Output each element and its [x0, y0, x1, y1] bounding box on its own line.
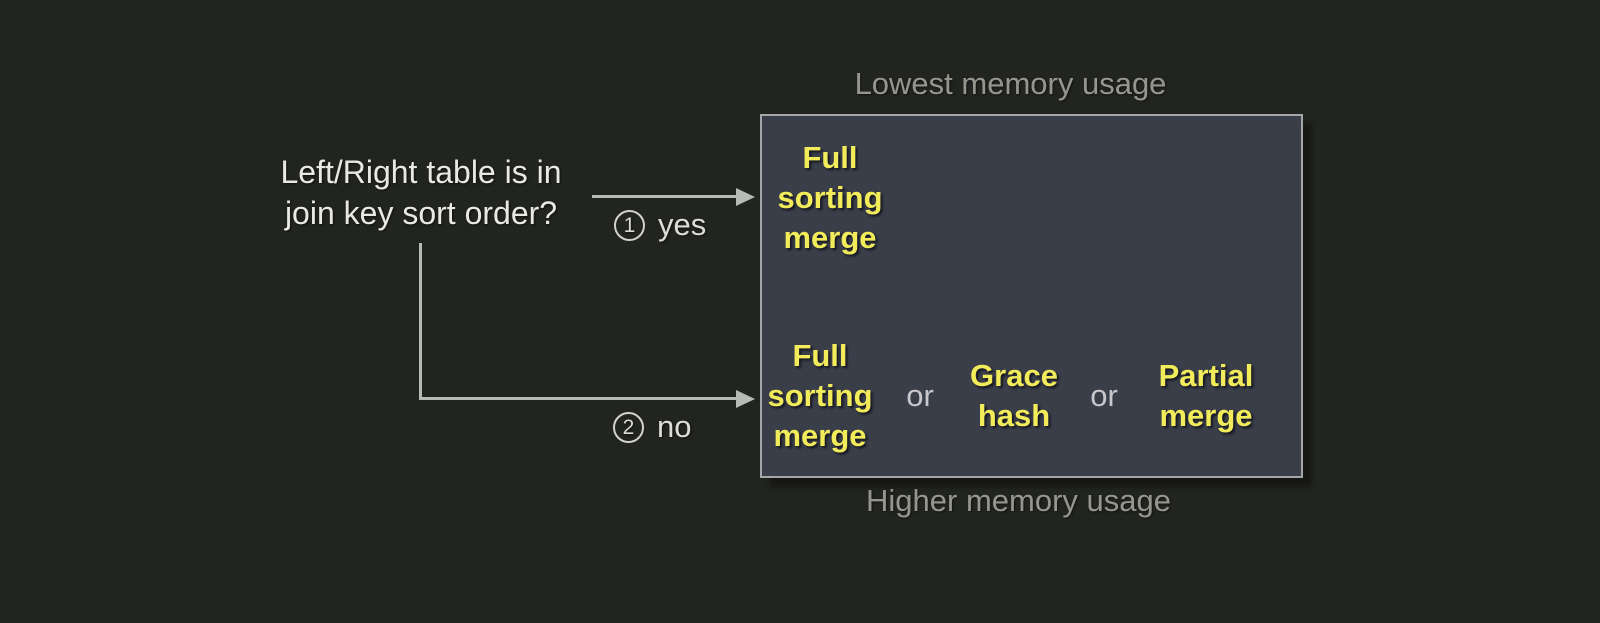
branch-yes-number: 1 — [623, 213, 636, 237]
circled-number-2-icon: 2 — [613, 411, 644, 443]
lowest-memory-caption: Lowest memory usage — [854, 66, 1167, 101]
algo-line: sorting — [767, 378, 873, 413]
higher-memory-caption: Higher memory usage — [866, 483, 1171, 518]
branch-label-yes: 1 yes — [614, 207, 706, 243]
algo-line: Partial — [1158, 358, 1254, 393]
question-text: Left/Right table is in join key sort ord… — [240, 152, 602, 234]
algo-line: merge — [783, 220, 877, 255]
algo-line: Full — [802, 140, 858, 175]
branch-yes-text: yes — [658, 207, 707, 242]
algo-line: merge — [1159, 398, 1253, 433]
circled-number-1-icon: 1 — [614, 209, 645, 241]
no-arrowhead-icon — [736, 390, 755, 408]
algo-line: sorting — [777, 180, 883, 215]
or-separator-1: or — [906, 378, 934, 413]
algorithm-options-box — [760, 114, 1303, 478]
algo-line: merge — [773, 418, 867, 453]
branch-label-no: 2 no — [613, 409, 691, 445]
branch-no-text: no — [657, 409, 692, 444]
no-connector-vertical-line — [419, 243, 422, 400]
question-line-1: Left/Right table is in — [280, 154, 562, 190]
yes-arrowhead-icon — [736, 188, 755, 206]
algo-line: Grace — [970, 358, 1058, 393]
algo-partial-merge: Partial merge — [1136, 356, 1276, 436]
algo-line: hash — [977, 398, 1051, 433]
branch-no-number: 2 — [622, 415, 635, 439]
yes-arrow-line — [592, 195, 738, 198]
algo-line: Full — [792, 338, 848, 373]
algo-full-sorting-merge-unsorted: Full sorting merge — [750, 336, 890, 456]
question-line-2: join key sort order? — [284, 195, 558, 231]
algo-full-sorting-merge-sorted: Full sorting merge — [760, 138, 900, 258]
algo-grace-hash: Grace hash — [944, 356, 1084, 436]
or-separator-2: or — [1090, 378, 1118, 413]
no-arrow-line — [419, 397, 738, 400]
